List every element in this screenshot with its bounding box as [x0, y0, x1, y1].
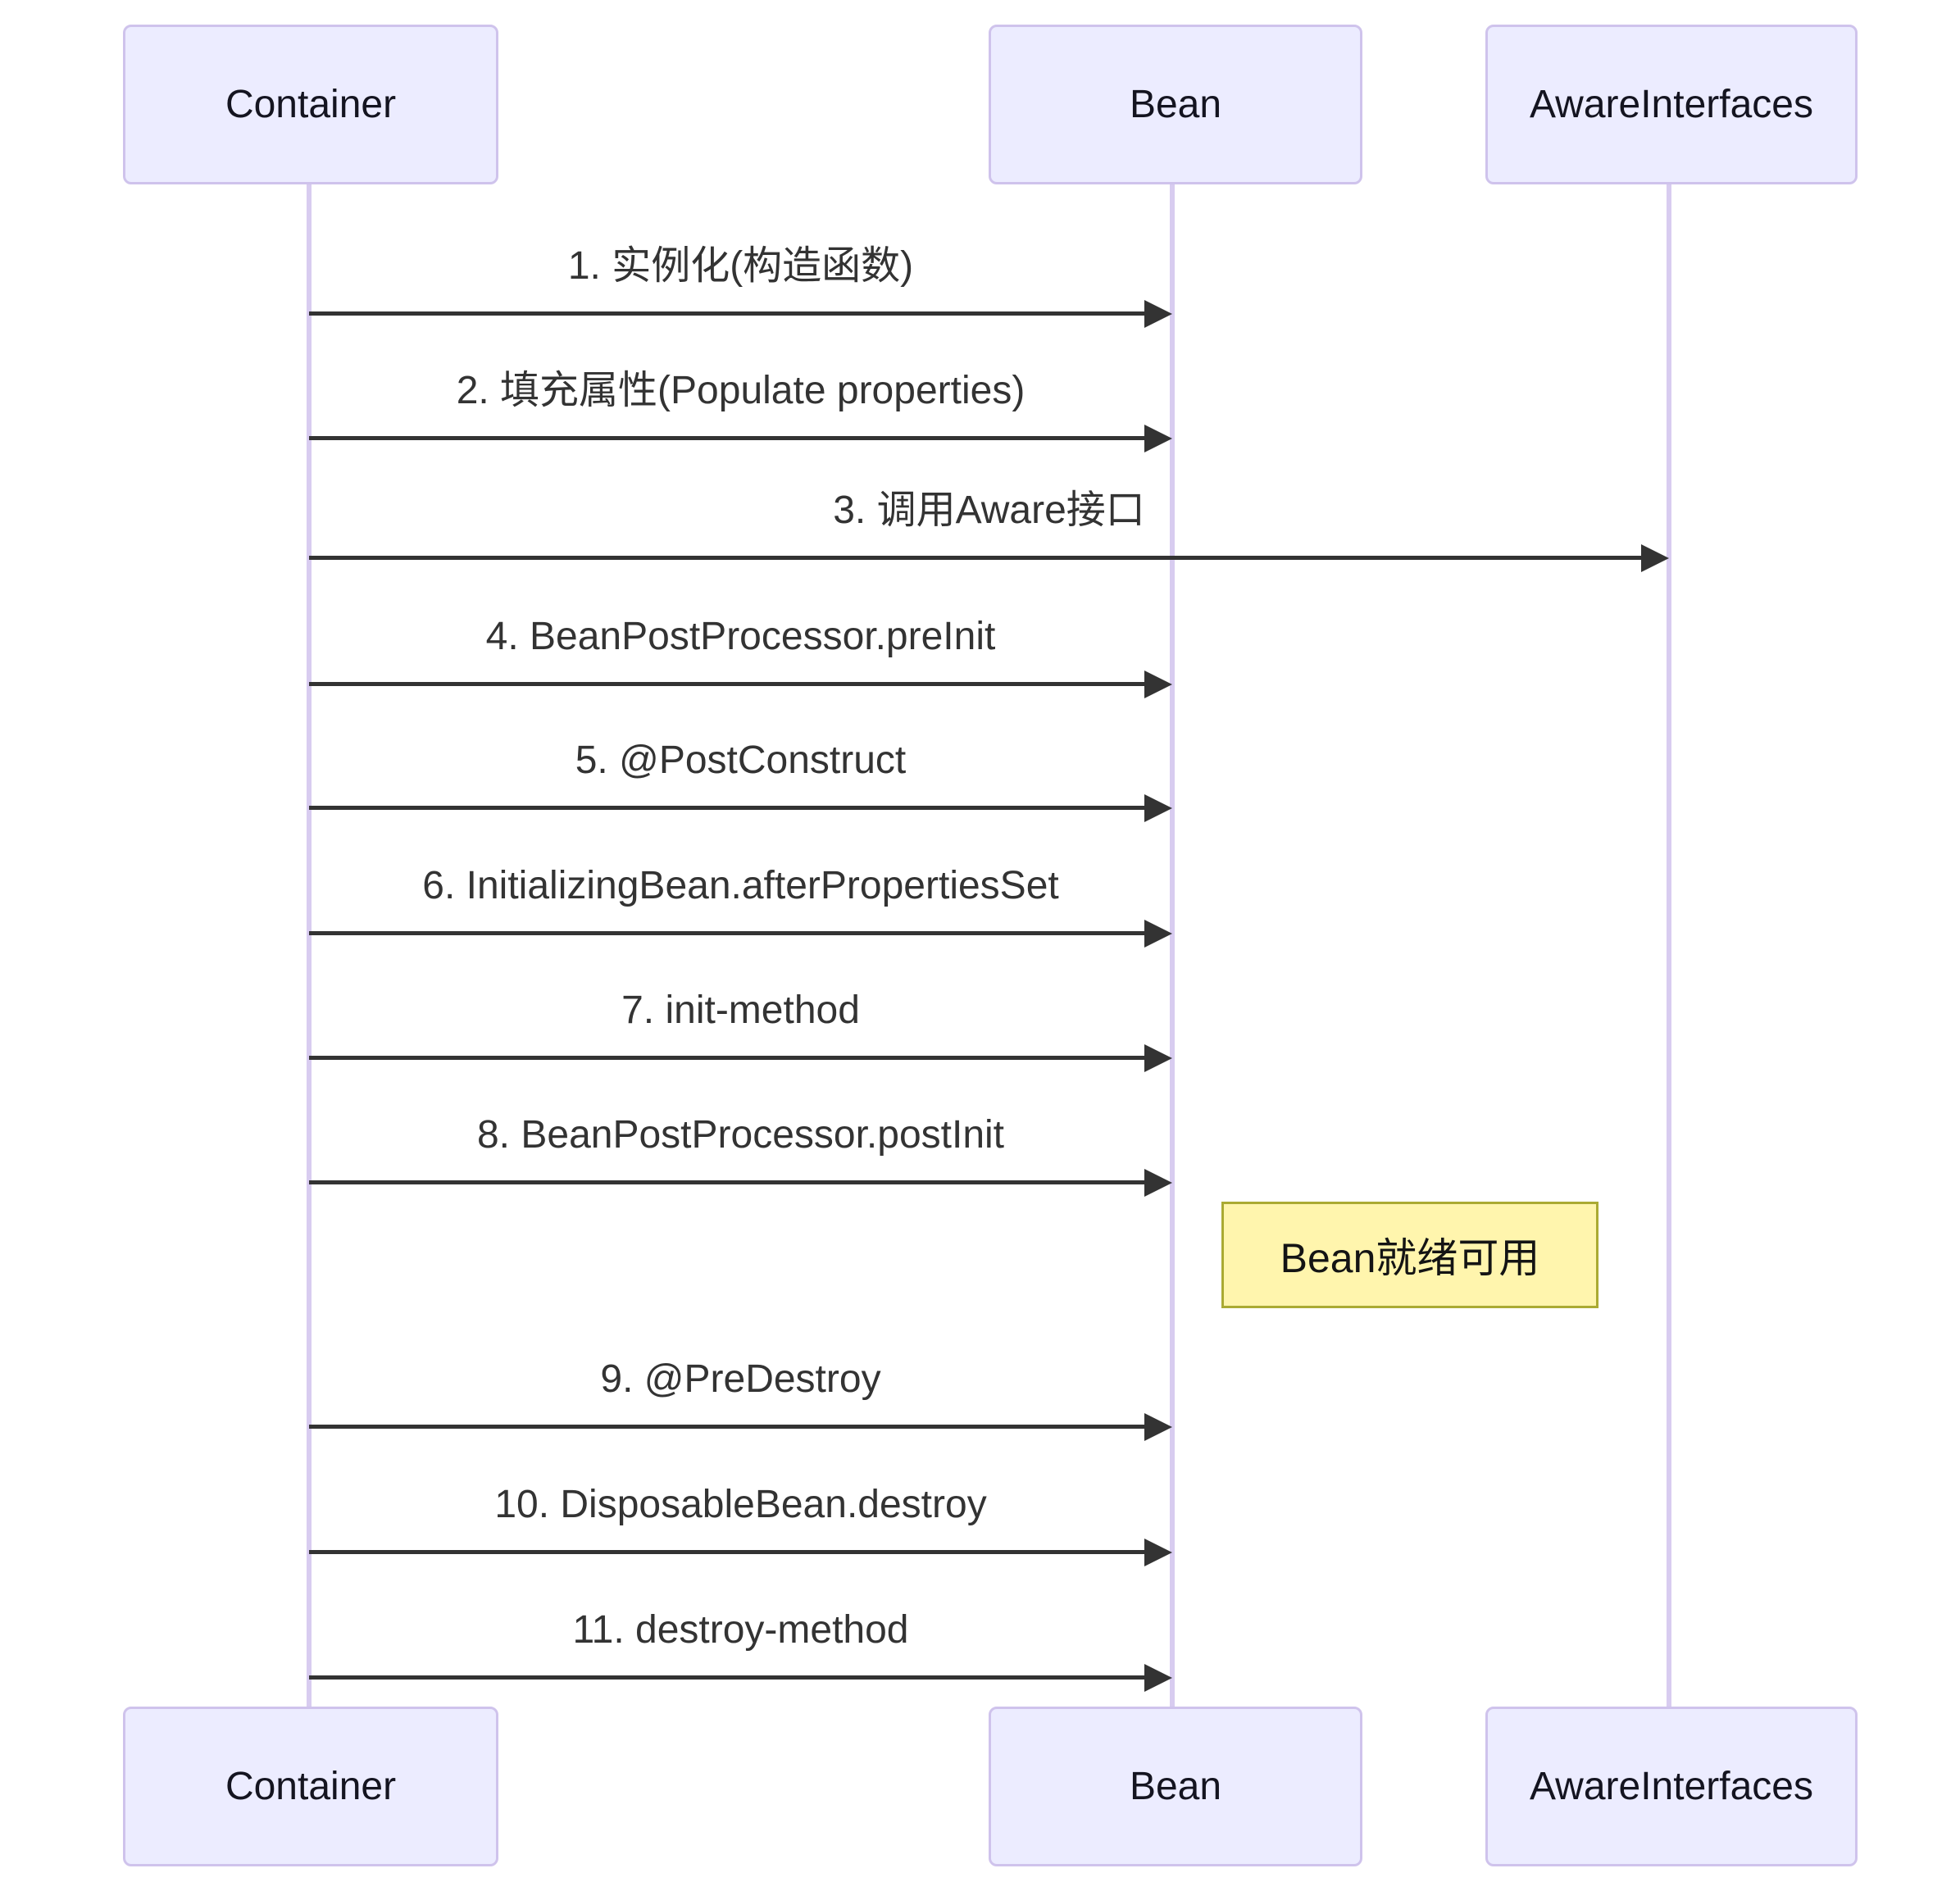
message-3-arrowhead-icon [1641, 544, 1669, 572]
message-10-arrow-line [309, 1550, 1146, 1554]
message-6-arrowhead-icon [1144, 920, 1172, 948]
message-10-label: 10. DisposableBean.destroy [494, 1483, 987, 1526]
lifeline-awareinterfaces [1667, 184, 1671, 1707]
actor-top-awareinterfaces: AwareInterfaces [1485, 25, 1858, 184]
message-8-label: 8. BeanPostProcessor.postInit [476, 1113, 1005, 1157]
actor-top-bean: Bean [989, 25, 1362, 184]
message-4-label: 4. BeanPostProcessor.preInit [485, 615, 996, 658]
actor-label: Bean [1129, 83, 1222, 126]
message-7-arrowhead-icon [1144, 1044, 1172, 1072]
lifeline-bean [1170, 184, 1175, 1707]
message-5-arrowhead-icon [1144, 794, 1172, 822]
message-1-arrowhead-icon [1144, 300, 1172, 328]
actor-bottom-container: Container [123, 1707, 498, 1866]
actor-top-container: Container [123, 25, 498, 184]
message-1-arrow-line [309, 311, 1146, 316]
message-2-label: 2. 填充属性(Populate properties) [456, 369, 1025, 412]
message-3-label: 3. 调用Aware接口 [833, 489, 1145, 532]
note-bean-ready: Bean就绪可用 [1221, 1202, 1598, 1308]
actor-label: Container [225, 83, 397, 126]
actor-label: Container [225, 1765, 397, 1808]
message-7-label: 7. init-method [621, 989, 860, 1032]
message-7-arrow-line [309, 1056, 1146, 1060]
actor-label: AwareInterfaces [1530, 1765, 1813, 1808]
message-1-label: 1. 实例化(构造函数) [567, 244, 914, 288]
message-8-arrow-line [309, 1180, 1146, 1184]
actor-bottom-bean: Bean [989, 1707, 1362, 1866]
message-6-label: 6. InitializingBean.afterPropertiesSet [422, 864, 1059, 907]
message-4-arrowhead-icon [1144, 670, 1172, 698]
message-9-arrow-line [309, 1425, 1146, 1429]
message-5-label: 5. @PostConstruct [575, 739, 907, 782]
message-5-arrow-line [309, 806, 1146, 810]
message-11-arrowhead-icon [1144, 1664, 1172, 1692]
message-6-arrow-line [309, 931, 1146, 935]
lifeline-container [307, 184, 312, 1707]
message-8-arrowhead-icon [1144, 1169, 1172, 1197]
message-11-label: 11. destroy-method [572, 1608, 909, 1652]
message-11-arrow-line [309, 1675, 1146, 1680]
note-text: Bean就绪可用 [1280, 1235, 1540, 1281]
message-4-arrow-line [309, 682, 1146, 686]
message-10-arrowhead-icon [1144, 1539, 1172, 1566]
actor-label: Bean [1129, 1765, 1222, 1808]
message-9-label: 9. @PreDestroy [600, 1357, 881, 1401]
message-9-arrowhead-icon [1144, 1413, 1172, 1441]
message-2-arrow-line [309, 436, 1146, 440]
actor-bottom-awareinterfaces: AwareInterfaces [1485, 1707, 1858, 1866]
message-3-arrow-line [309, 556, 1643, 560]
actor-label: AwareInterfaces [1530, 83, 1813, 126]
message-2-arrowhead-icon [1144, 425, 1172, 452]
